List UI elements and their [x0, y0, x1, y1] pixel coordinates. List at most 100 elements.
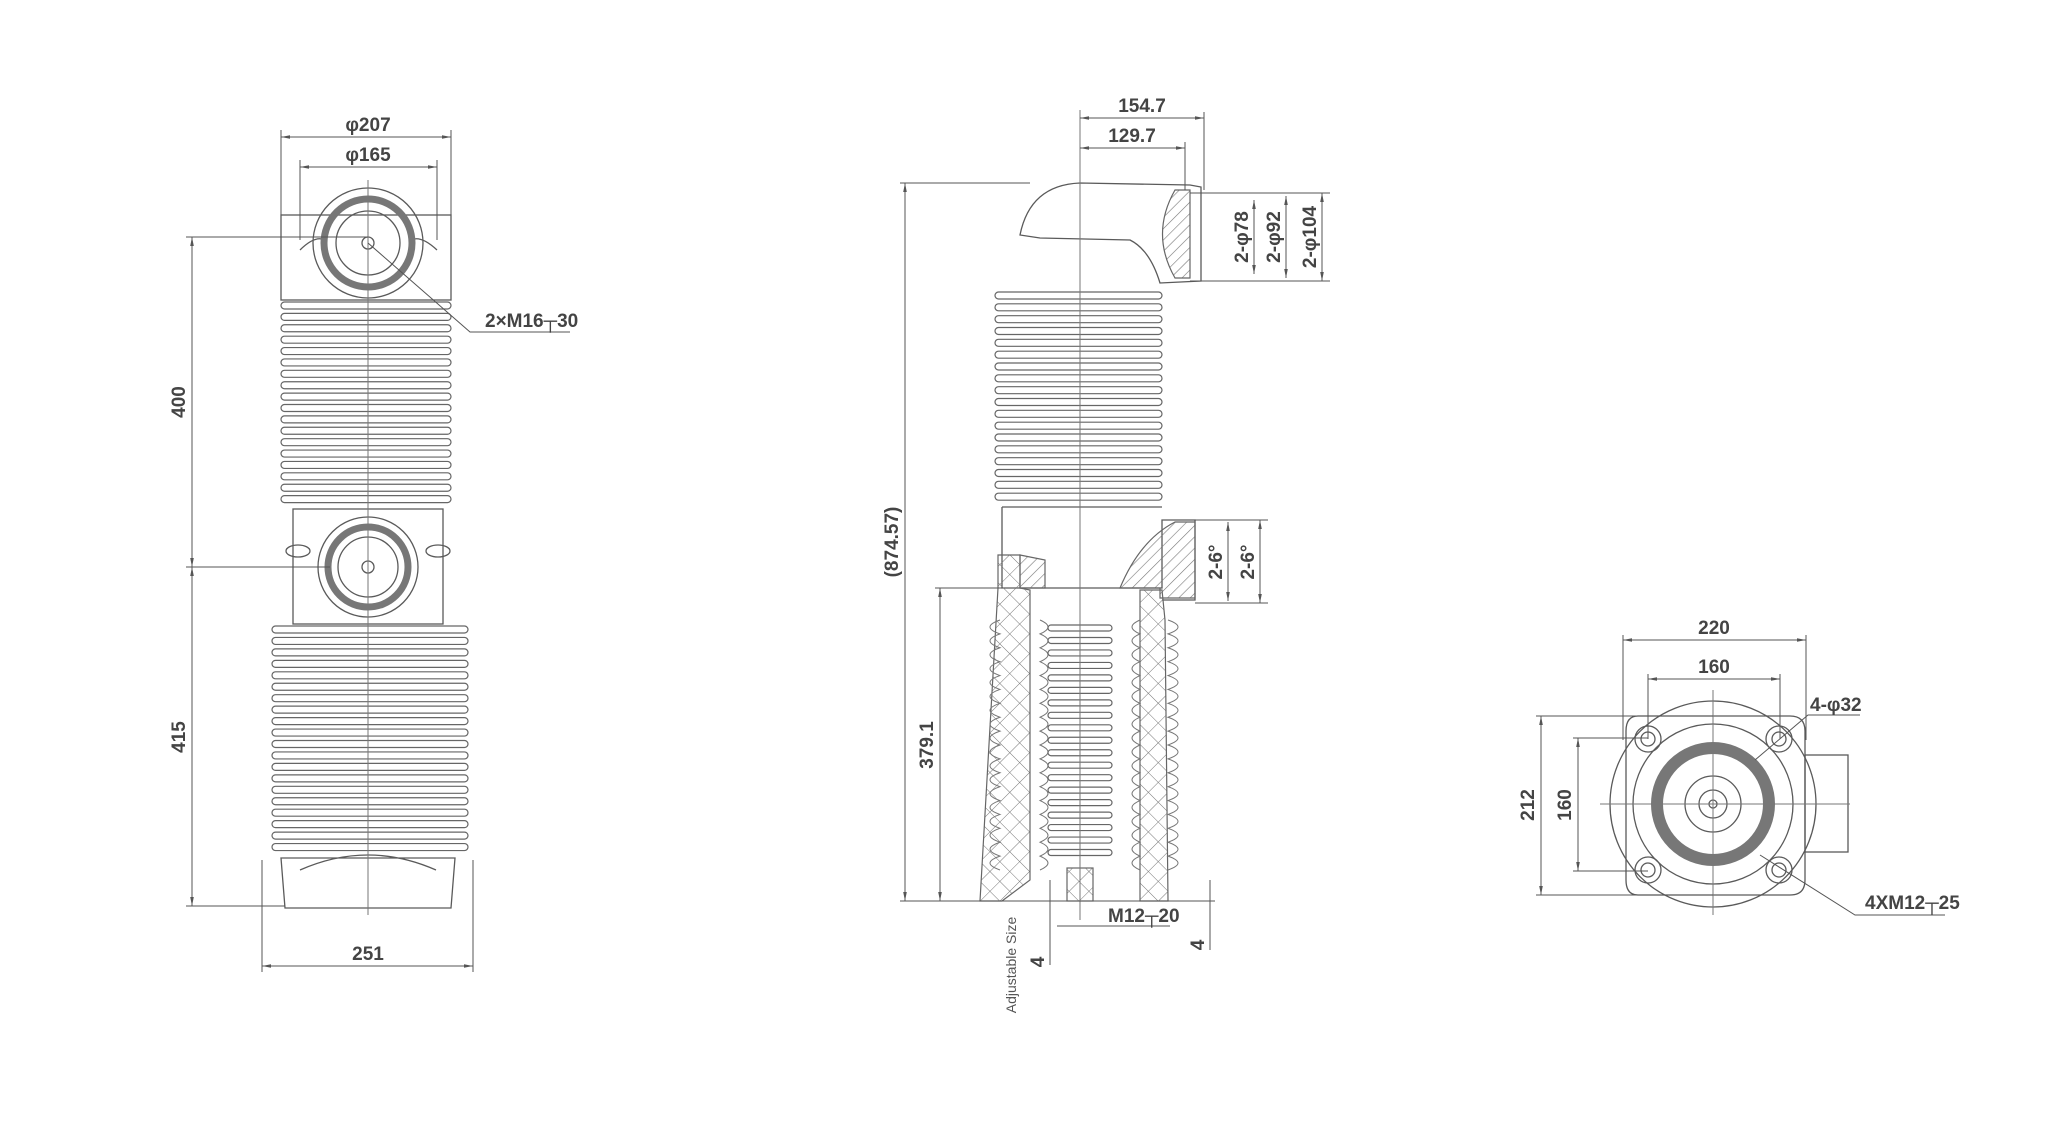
side-body-hatch-left: [1019, 554, 1046, 589]
dim-angle-2: 2-6°: [1238, 544, 1259, 579]
bottom-view: 220 160 212 160 4-φ32 4XM12┬25: [1518, 618, 1960, 916]
side-body-hatch-right: [1119, 521, 1196, 599]
shed-fin: [994, 374, 1163, 383]
bolt-holes: [1634, 725, 1793, 884]
shed-fin: [271, 774, 469, 783]
shed-fin: [994, 409, 1163, 418]
shed-fin: [280, 415, 452, 424]
shed-fin: [994, 492, 1163, 501]
dim-379-1: 379.1: [917, 721, 938, 769]
shed-fin: [280, 358, 452, 367]
dim-2-phi78: 2-φ78: [1232, 211, 1253, 263]
left-leg: [979, 554, 1031, 902]
shed-fin: [280, 449, 452, 458]
shed-fin: [271, 808, 469, 817]
dim-2-phi92: 2-φ92: [1264, 211, 1285, 263]
shed-fin: [271, 739, 469, 749]
shed-fin: [994, 421, 1163, 430]
leg-fin-profile: [1038, 619, 1049, 871]
dim-m12-20: M12┬20: [1108, 906, 1180, 928]
side-view: 154.7 129.7 2-φ78 2-φ92 2-φ104 2-6° 2-6°…: [882, 96, 1330, 1013]
leg-fin-profile: [1166, 619, 1179, 871]
shed-fin: [994, 350, 1163, 359]
shed-fin: [280, 369, 452, 378]
shed-fin: [280, 460, 452, 470]
shed-fin: [280, 438, 452, 447]
dim-phi165: φ165: [345, 145, 391, 166]
shed-fin: [280, 392, 452, 401]
shed-fin: [271, 751, 469, 760]
shed-fin: [994, 445, 1163, 454]
shed-fin: [280, 426, 452, 435]
top-housing: [280, 214, 452, 301]
dim-400: 400: [169, 386, 190, 418]
dim-129-7: 129.7: [1108, 126, 1156, 147]
leader-thread: [367, 242, 570, 333]
shed-fin: [280, 346, 452, 356]
shed-fin: [994, 457, 1163, 466]
upper-shed-fins: [280, 301, 452, 504]
shed-fin: [280, 301, 452, 310]
shed-fin: [994, 338, 1163, 347]
dim-phi207: φ207: [345, 115, 390, 136]
shed-fin: [271, 694, 469, 703]
shed-fin: [994, 303, 1163, 312]
shed-fin: [280, 483, 452, 492]
shed-fin: [280, 312, 452, 321]
dim-thread-m16: 2×M16┬30: [485, 311, 578, 333]
shed-fin: [994, 386, 1163, 395]
elbow-top: [1019, 182, 1202, 284]
dim-874-57: (874.57): [882, 507, 903, 578]
shed-fin: [271, 625, 469, 634]
shed-fin: [994, 291, 1163, 300]
shed-fin: [271, 842, 469, 852]
shed-fin: [271, 705, 469, 714]
front-view: φ207 φ165 2×M16┬30 400 415 251: [169, 115, 578, 972]
shed-fin: [994, 433, 1163, 442]
shed-fin: [271, 682, 469, 691]
shed-fin: [994, 326, 1163, 336]
dim-gap-right: 4: [1188, 939, 1209, 950]
leg-fin-profile: [989, 619, 1002, 871]
dim-415: 415: [169, 721, 190, 753]
leg-fin-profile: [1131, 619, 1142, 871]
shed-fin: [271, 648, 469, 657]
dim-160-x: 160: [1698, 657, 1730, 678]
flange-square: [1625, 715, 1806, 896]
shed-fin: [271, 636, 469, 646]
dim-251: 251: [352, 944, 384, 965]
shed-fin: [271, 671, 469, 680]
shed-fin: [994, 468, 1163, 478]
dim-220: 220: [1698, 618, 1730, 639]
shed-fin: [280, 495, 452, 504]
shed-fin: [280, 381, 452, 390]
shed-fin: [280, 403, 452, 413]
lower-shed-fins: [271, 625, 469, 852]
side-upper-fins: [994, 291, 1163, 501]
shed-fin: [280, 324, 452, 333]
dim-angle-1: 2-6°: [1206, 544, 1227, 579]
dim-gap-left: 4: [1028, 956, 1049, 967]
shed-fin: [280, 335, 452, 344]
middle-lug-left: [285, 544, 311, 558]
shed-fin: [280, 472, 452, 481]
shed-fin: [271, 716, 469, 726]
right-leg: [1139, 589, 1169, 902]
dim-2-phi104: 2-φ104: [1300, 205, 1321, 268]
shed-fin: [271, 762, 469, 772]
adjustable-size-label: Adjustable Size: [1003, 917, 1019, 1014]
dim-212: 212: [1518, 789, 1539, 821]
shed-fin: [271, 820, 469, 829]
top-section-hatch: [1161, 189, 1191, 279]
shed-fin: [271, 797, 469, 806]
core-fins: [1047, 624, 1113, 857]
shed-fin: [271, 785, 469, 794]
middle-lug-right: [425, 544, 451, 558]
dim-4-phi32: 4-φ32: [1810, 695, 1862, 716]
dim-154-7: 154.7: [1118, 96, 1166, 117]
shed-fin: [994, 315, 1163, 324]
shed-fin: [994, 397, 1163, 407]
shed-fin: [271, 728, 469, 737]
dim-4xm12-25: 4XM12┬25: [1865, 893, 1960, 915]
